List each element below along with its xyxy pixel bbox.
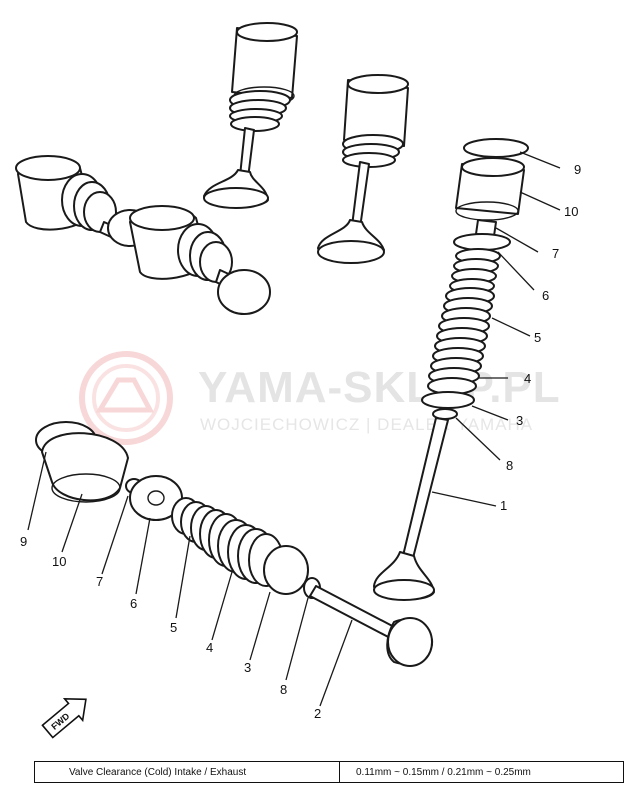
valve-springs-right <box>427 248 501 395</box>
exploded-valve-lower <box>35 421 434 667</box>
callout-3-lower: 3 <box>244 660 251 675</box>
callout-3-right: 3 <box>516 413 523 428</box>
callout-6-right: 6 <box>542 288 549 303</box>
callout-1-right: 1 <box>500 498 507 513</box>
callout-5-right: 5 <box>534 330 541 345</box>
valve-clearance-label: Valve Clearance (Cold) Intake / Exhaust <box>35 762 340 782</box>
callouts-lower: 9 10 7 6 5 4 3 8 2 <box>20 534 321 721</box>
callout-8-right: 8 <box>506 458 513 473</box>
callout-2-lower: 2 <box>314 706 321 721</box>
watermark-logo <box>79 351 173 445</box>
callouts-right: 9 10 7 6 5 4 3 8 1 <box>500 162 581 513</box>
callout-6-lower: 6 <box>130 596 137 611</box>
watermark-title: YAMA-SKLEP.PL <box>198 363 561 412</box>
watermark-subtitle: WOJCIECHOWICZ | DEALER YAMAHA <box>200 415 533 434</box>
leader-lines-right <box>431 151 561 507</box>
spring-retainer-right <box>453 233 511 251</box>
callout-7-lower: 7 <box>96 574 103 589</box>
exploded-valve-right <box>373 138 529 601</box>
exhaust-valve-assembly-lower-left <box>129 205 271 315</box>
callout-7-right: 7 <box>552 246 559 261</box>
spring-seat-right <box>421 391 475 409</box>
valve-lifter-lower <box>41 432 129 502</box>
callout-4-right: 4 <box>524 371 531 386</box>
callout-10-right: 10 <box>564 204 578 219</box>
spring-seat-lower <box>263 545 309 595</box>
valve-clearance-table: Valve Clearance (Cold) Intake / Exhaust … <box>34 761 624 783</box>
callout-10-lower: 10 <box>52 554 66 569</box>
callout-9-right: 9 <box>574 162 581 177</box>
callout-8-lower: 8 <box>280 682 287 697</box>
fwd-arrow-icon: FWD <box>41 698 87 739</box>
valve-clearance-value: 0.11mm ~ 0.15mm / 0.21mm ~ 0.25mm <box>356 766 531 778</box>
valve-springs-lower <box>171 497 284 587</box>
callout-9-lower: 9 <box>20 534 27 549</box>
valve-stem-right <box>401 417 449 563</box>
valve-pad-right <box>463 138 529 158</box>
intake-valve-assembly-middle <box>317 74 409 264</box>
callout-4-lower: 4 <box>206 640 213 655</box>
intake-valve-assembly-top <box>203 22 298 209</box>
callout-5-lower: 5 <box>170 620 177 635</box>
leader-lines-lower <box>27 451 353 707</box>
